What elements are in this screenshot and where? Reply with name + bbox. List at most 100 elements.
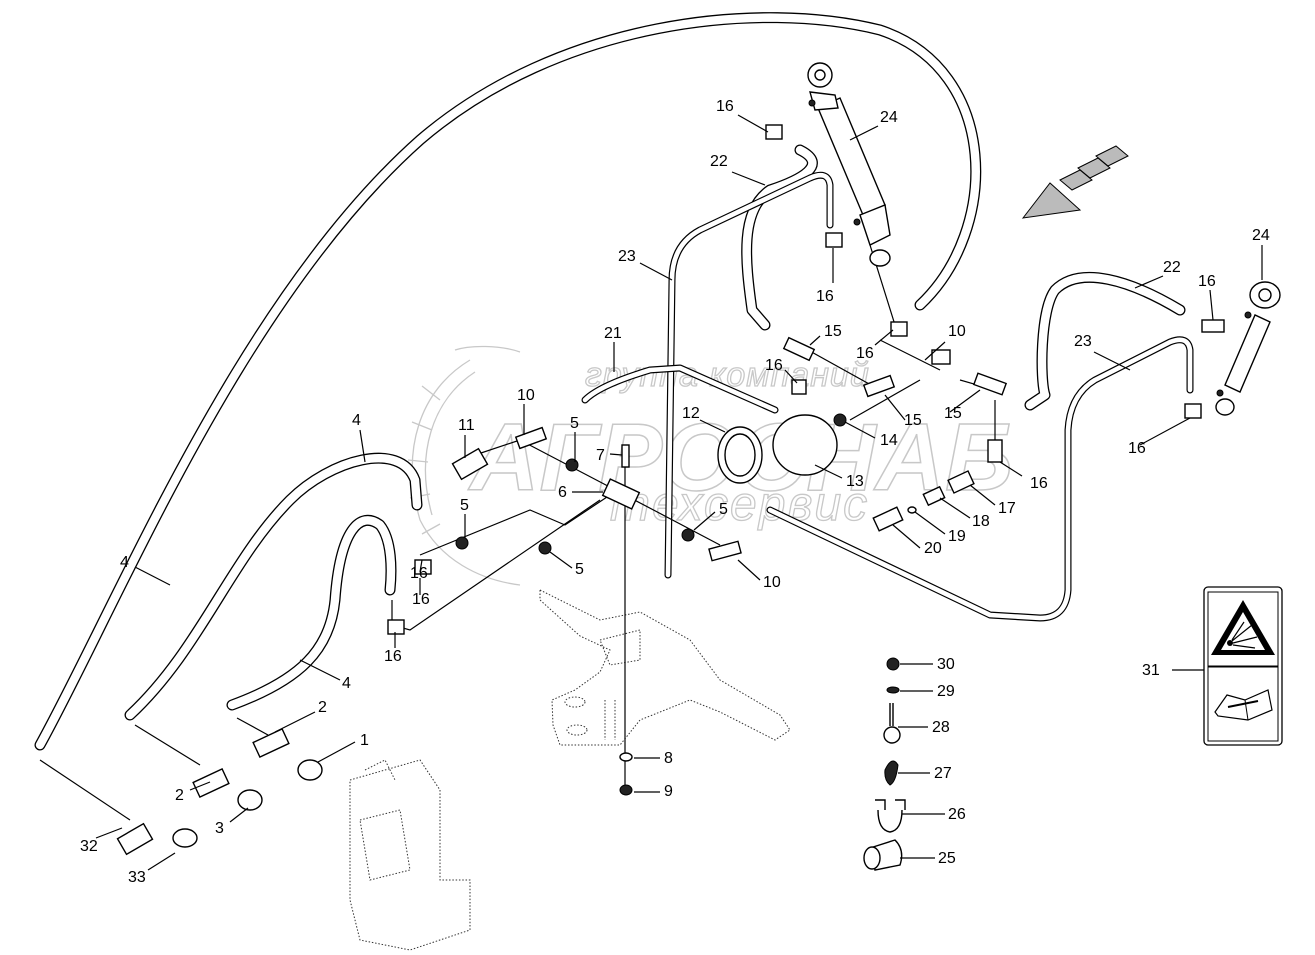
- callout-18: 18: [939, 497, 990, 530]
- callout-4: 4: [120, 554, 171, 586]
- leader-line: [549, 551, 573, 569]
- leader-line: [939, 497, 971, 519]
- callout-32: 32: [80, 827, 123, 855]
- leader-line: [189, 781, 211, 791]
- callout-number: 16: [716, 98, 734, 115]
- callout-15: 15: [944, 389, 981, 422]
- leader-line: [229, 807, 249, 823]
- callout-number: 5: [719, 501, 728, 518]
- callout-5: 5: [549, 551, 584, 578]
- hydraulic-cylinder-24-left: [807, 62, 891, 267]
- callout-20: 20: [892, 524, 942, 557]
- leader-line: [134, 566, 171, 586]
- tube-23-left: [664, 171, 834, 579]
- callout-number: 10: [948, 323, 966, 340]
- callout-29: 29: [900, 683, 955, 700]
- callout-7: 7: [596, 447, 623, 464]
- callout-11: 11: [458, 417, 475, 458]
- callout-6: 6: [558, 484, 603, 501]
- warning-label-31: [1203, 586, 1283, 746]
- callout-number: 16: [412, 591, 430, 608]
- callout-number: 16: [410, 565, 428, 582]
- axle-housing-reference: [539, 589, 791, 746]
- leader-line: [914, 511, 946, 535]
- callout-13: 13: [814, 464, 864, 490]
- callout-12: 12: [682, 405, 726, 433]
- callout-number: 23: [1074, 333, 1092, 350]
- callout-2: 2: [175, 781, 211, 804]
- callout-31: 31: [1142, 662, 1204, 679]
- callout-number: 24: [880, 109, 898, 126]
- leader-line: [892, 524, 921, 549]
- callout-15: 15: [809, 323, 842, 346]
- callout-10: 10: [737, 559, 781, 591]
- hose-4-short: [226, 514, 397, 711]
- control-valve-reference: [349, 759, 471, 951]
- hose-4-middle: [124, 452, 423, 721]
- callout-number: 15: [944, 405, 962, 422]
- callout-number: 13: [846, 473, 864, 490]
- callout-number: 15: [904, 412, 922, 429]
- callout-4: 4: [299, 659, 351, 692]
- leader-line: [999, 461, 1023, 477]
- callout-number: 17: [998, 500, 1016, 517]
- callout-number: 25: [938, 850, 956, 867]
- leader-line: [874, 329, 894, 346]
- callout-16: 16: [412, 578, 430, 608]
- callout-number: 23: [618, 248, 636, 265]
- leader-line: [924, 341, 946, 361]
- callout-number: 4: [120, 554, 129, 571]
- callout-number: 15: [824, 323, 842, 340]
- callout-number: 27: [934, 765, 952, 782]
- callout-16: 16: [1128, 417, 1191, 457]
- leader-line: [969, 484, 996, 506]
- watermark-line-3: техсервис: [610, 478, 869, 531]
- callout-19: 19: [914, 511, 966, 545]
- callout-number: 29: [937, 683, 955, 700]
- callout-number: 24: [1252, 227, 1270, 244]
- tube-23-right: [766, 336, 1194, 622]
- leader-line: [731, 171, 766, 186]
- callout-number: 21: [604, 325, 622, 342]
- leader-line: [609, 453, 623, 456]
- callout-number: 7: [596, 447, 605, 464]
- callout-number: 26: [948, 806, 966, 823]
- callout-number: 4: [352, 412, 361, 429]
- callout-number: 10: [763, 574, 781, 591]
- callout-4: 4: [352, 412, 366, 463]
- leader-line: [814, 464, 843, 479]
- callout-number: 1: [360, 732, 369, 749]
- callout-10: 10: [924, 323, 966, 361]
- callout-number: 8: [664, 750, 673, 767]
- callout-16: 16: [765, 357, 798, 384]
- leader-line: [299, 659, 341, 681]
- leader-line: [1139, 417, 1191, 446]
- callout-25: 25: [900, 850, 956, 867]
- callout-5: 5: [570, 415, 579, 462]
- callout-5: 5: [460, 497, 469, 538]
- callout-16: 16: [384, 632, 402, 665]
- callout-number: 18: [972, 513, 990, 530]
- callout-22: 22: [1134, 259, 1181, 289]
- leader-line: [147, 852, 176, 871]
- leader-line: [809, 335, 821, 346]
- tube-21: [581, 364, 779, 414]
- hose-22-left: [741, 144, 818, 331]
- callout-16: 16: [816, 248, 834, 305]
- leader-line: [949, 389, 981, 413]
- callout-number: 3: [215, 820, 224, 837]
- callout-number: 16: [1198, 273, 1216, 290]
- callout-15: 15: [884, 394, 922, 429]
- callout-30: 30: [900, 656, 955, 673]
- callout-number: 12: [682, 405, 700, 422]
- callout-16: 16: [1198, 273, 1216, 321]
- callout-16: 16: [856, 329, 894, 362]
- callout-10: 10: [517, 387, 535, 435]
- callout-14: 14: [844, 421, 898, 449]
- callout-number: 16: [384, 648, 402, 665]
- callout-17: 17: [969, 484, 1016, 517]
- leader-line: [849, 125, 879, 141]
- callout-number: 2: [175, 787, 184, 804]
- callout-number: 9: [664, 783, 673, 800]
